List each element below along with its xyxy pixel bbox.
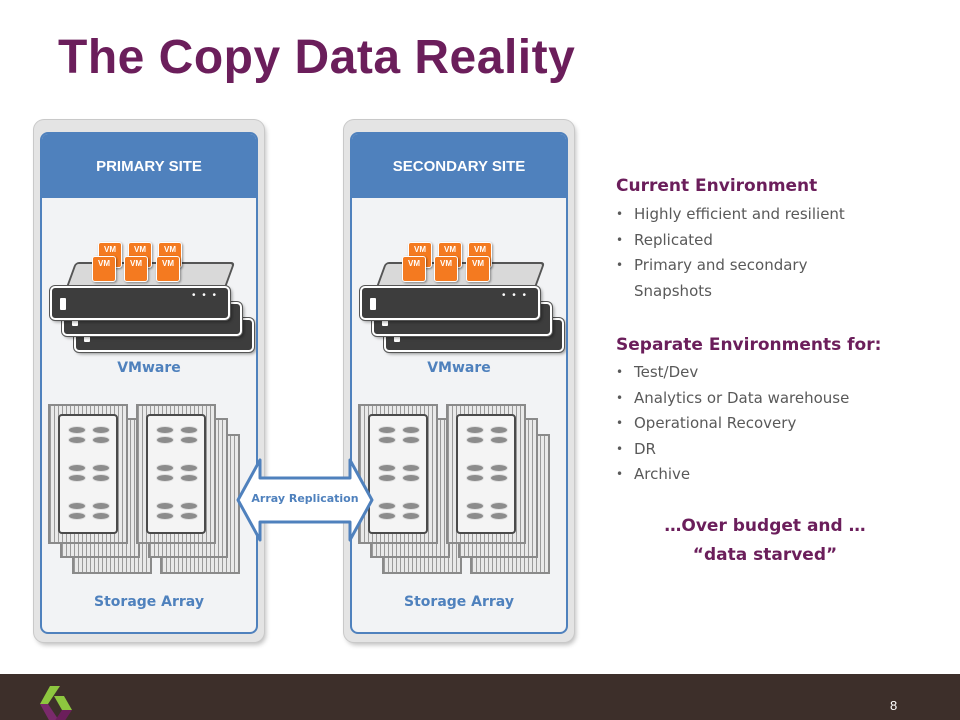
- callout-line-1: …Over budget and …: [664, 516, 866, 536]
- primary-vmware-label: VMware: [117, 360, 181, 376]
- replication-double-arrow-icon: [236, 458, 374, 542]
- primary-site-header: PRIMARY SITE: [42, 134, 256, 198]
- callout-line-2: “data starved”: [692, 545, 838, 565]
- list-item: •Archive: [616, 465, 691, 483]
- array-replication-label: Array Replication: [251, 492, 359, 505]
- current-environment-heading: Current Environment: [616, 176, 818, 196]
- list-item: •Analytics or Data warehouse: [616, 388, 850, 407]
- current-environment-list: •Highly efficient and resilient •Replica…: [616, 202, 916, 304]
- secondary-vmware-label: VMware: [427, 360, 491, 376]
- primary-storage-array-icon: [48, 404, 256, 584]
- vm-icon: VM: [466, 256, 490, 282]
- separate-environments-heading: Separate Environments for:: [616, 335, 882, 355]
- footer-bar: [0, 674, 960, 720]
- vm-icon: VM: [434, 256, 458, 282]
- list-item: •DR: [616, 439, 656, 458]
- list-item: •Highly efficient and resilient: [616, 205, 845, 223]
- primary-server-stack-icon: • • • • • • • • • VM VM VM VM VM VM: [50, 242, 254, 362]
- list-item: •Test/Dev: [616, 363, 699, 381]
- primary-site-panel: PRIMARY SITE • • • • • • • • • VM VM VM …: [34, 120, 264, 642]
- primary-storage-array-label: Storage Array: [94, 594, 204, 610]
- vm-icon: VM: [402, 256, 426, 282]
- secondary-server-stack-icon: • • • • • • • • • VM VM VM VM VM VM: [360, 242, 564, 362]
- vm-icon: VM: [156, 256, 180, 282]
- company-logo-icon: [40, 686, 72, 720]
- page-number: 8: [890, 698, 898, 713]
- list-item: •Operational Recovery: [616, 414, 797, 432]
- vm-icon: VM: [92, 256, 116, 282]
- vm-icon: VM: [124, 256, 148, 282]
- secondary-site-panel: SECONDARY SITE • • • • • • • • • VM VM V…: [344, 120, 574, 642]
- secondary-storage-array-icon: [358, 404, 566, 584]
- slide-title: The Copy Data Reality: [58, 31, 576, 84]
- list-item: •Replicated: [616, 230, 713, 249]
- list-item: •Primary and secondary Snapshots: [616, 256, 808, 300]
- secondary-storage-array-label: Storage Array: [404, 594, 514, 610]
- separate-environments-list: •Test/Dev •Analytics or Data warehouse •…: [616, 360, 916, 488]
- secondary-site-header: SECONDARY SITE: [352, 134, 566, 198]
